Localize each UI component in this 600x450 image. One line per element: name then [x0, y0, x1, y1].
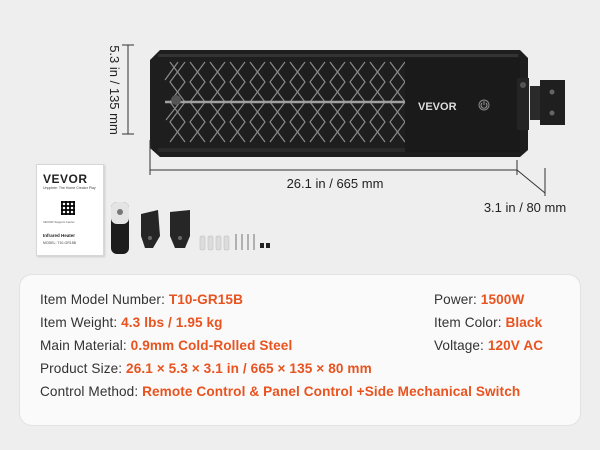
width-label: 26.1 in / 665 mm — [287, 176, 384, 191]
qr-code-icon — [61, 201, 75, 215]
spec-control: Control Method: Remote Control & Panel C… — [40, 384, 521, 399]
spec-size: Product Size: 26.1 × 5.3 × 3.1 in / 665 … — [40, 361, 372, 376]
manual-tagline: Unpplete. The Home Creator Play — [43, 186, 96, 190]
power-button-icon[interactable] — [478, 99, 490, 111]
specs-card: Item Model Number: T10-GR15B Item Weight… — [20, 275, 580, 425]
user-manual: VEVOR Unpplete. The Home Creator Play VE… — [36, 164, 104, 256]
depth-label: 3.1 in / 80 mm — [484, 200, 566, 215]
wall-anchors — [199, 235, 230, 251]
depth-dimension: 3.1 in / 80 mm — [484, 168, 566, 215]
height-label: 5.3 in / 135 mm — [107, 45, 122, 135]
spec-weight: Item Weight: 4.3 lbs / 1.95 kg — [40, 315, 223, 330]
mounting-bracket-left — [141, 210, 160, 248]
manual-support: VEVOR Support Center — [43, 220, 75, 224]
spec-color: Item Color: Black — [434, 315, 543, 330]
mounting-bracket-right — [170, 210, 190, 248]
heater-brand-label: VEVOR — [418, 101, 457, 113]
manual-title: Infrared Heater — [43, 233, 76, 238]
remote-control — [111, 202, 129, 254]
manual-brand: VEVOR — [43, 172, 88, 186]
manual-model: MODEL: T10-GR15B — [43, 241, 77, 245]
spec-power: Power: 1500W — [434, 292, 525, 307]
spec-material: Main Material: 0.9mm Cold-Rolled Steel — [40, 338, 293, 353]
side-switch-icon — [520, 82, 526, 88]
spec-model-number: Item Model Number: T10-GR15B — [40, 292, 244, 307]
screws — [235, 234, 255, 250]
height-dimension: 5.3 in / 135 mm — [107, 44, 134, 135]
heater-body: VEVOR — [150, 50, 565, 157]
wall-bracket — [530, 80, 565, 125]
small-screws — [260, 243, 270, 248]
screw-icon — [171, 95, 181, 105]
width-dimension: 26.1 in / 665 mm — [149, 140, 518, 191]
spec-voltage: Voltage: 120V AC — [434, 338, 544, 353]
